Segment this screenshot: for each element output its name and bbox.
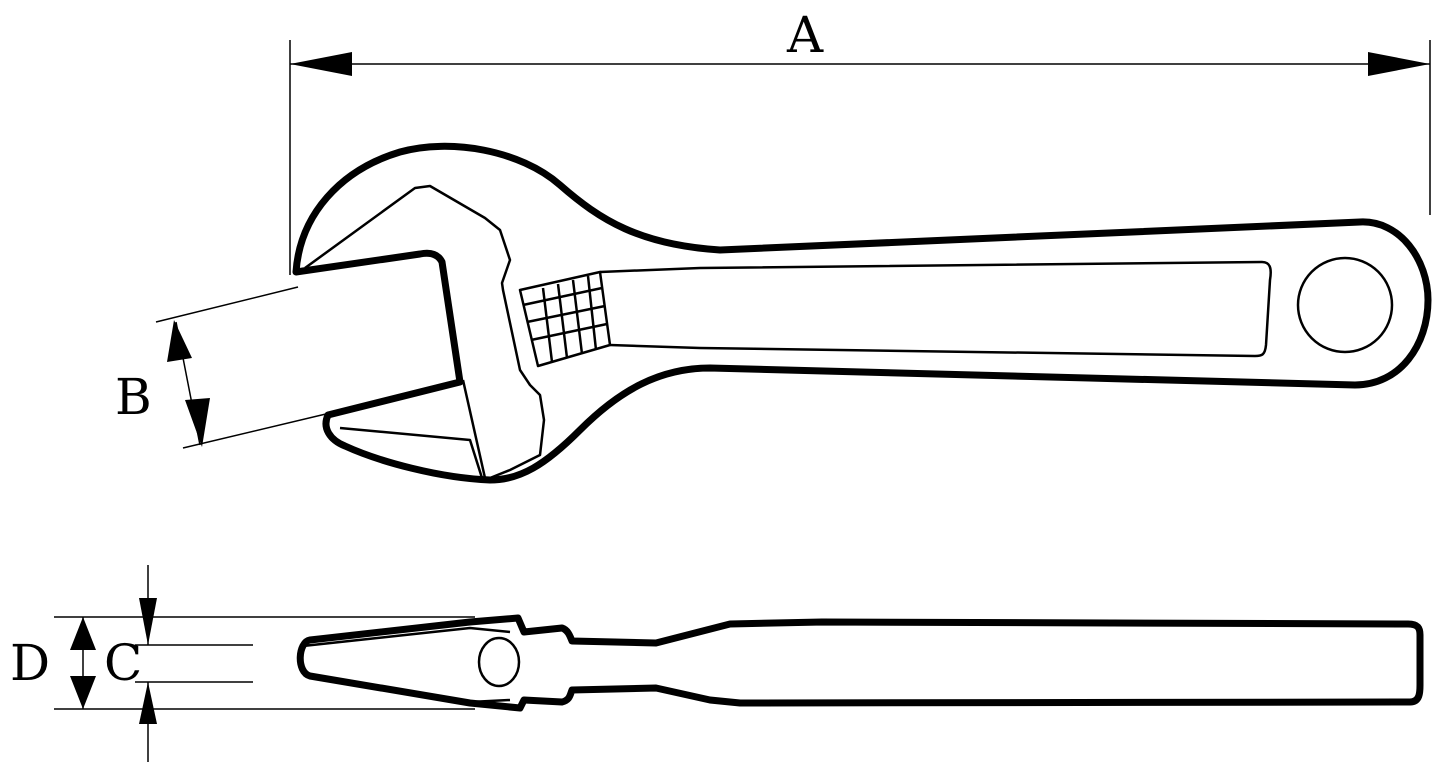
edge-hole [477,636,521,688]
label-a: A [787,6,824,64]
label-d: D [10,634,51,692]
worm-gear [518,270,612,368]
label-b: B [115,368,152,426]
dimension-c-d [54,565,475,762]
dimension-a [289,40,1431,275]
wrench-edge-view [296,614,1424,712]
dimension-b [155,286,331,449]
hang-hole [1296,256,1394,354]
wrench-top-view [292,142,1432,484]
label-c: C [104,634,143,692]
